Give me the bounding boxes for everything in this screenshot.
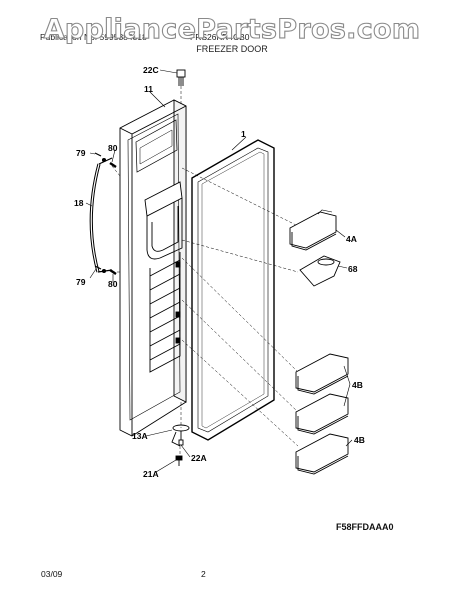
page-number: 2	[201, 569, 206, 579]
door-bin-4a	[289, 209, 337, 251]
callout-18: 18	[74, 198, 84, 208]
lower-hinge-parts	[171, 424, 190, 466]
publication-number: Publication No: 5995384818	[40, 32, 147, 42]
callout-68: 68	[348, 264, 358, 274]
callout-11: 11	[144, 84, 153, 94]
door-bin-4b-top	[295, 353, 349, 395]
explosion-lines	[111, 86, 299, 456]
leader-lines	[85, 69, 353, 473]
callout-79-bottom: 79	[76, 277, 86, 287]
door-gasket	[191, 139, 275, 441]
model-number: FRS26KR4CB0	[190, 32, 250, 42]
callout-13a: 13A	[132, 431, 148, 441]
footer-date: 03/09	[41, 569, 63, 579]
door-cup-68	[299, 255, 341, 287]
callout-1: 1	[241, 129, 246, 139]
door-bin-4b-bottom	[295, 433, 349, 475]
watermark: AppliancePartsPros.com	[43, 13, 421, 45]
callout-22a: 22A	[191, 453, 207, 463]
callout-4a: 4A	[346, 234, 357, 244]
freezer-door	[119, 99, 187, 437]
callout-79-top: 79	[76, 148, 86, 158]
door-handle	[89, 157, 113, 274]
callout-21a: 21A	[143, 469, 159, 479]
callout-80-top: 80	[108, 143, 118, 153]
callout-80-bottom: 80	[108, 279, 118, 289]
callout-4b-lower: 4B	[354, 435, 365, 445]
callout-22c: 22C	[143, 65, 159, 75]
diagram-title: FREEZER DOOR	[196, 44, 268, 54]
callout-4b-upper: 4B	[352, 380, 363, 390]
door-bin-4b-middle	[295, 393, 349, 435]
upper-hinge-pin	[176, 69, 186, 86]
diagram-code: F58FFDAAA0	[336, 522, 394, 532]
